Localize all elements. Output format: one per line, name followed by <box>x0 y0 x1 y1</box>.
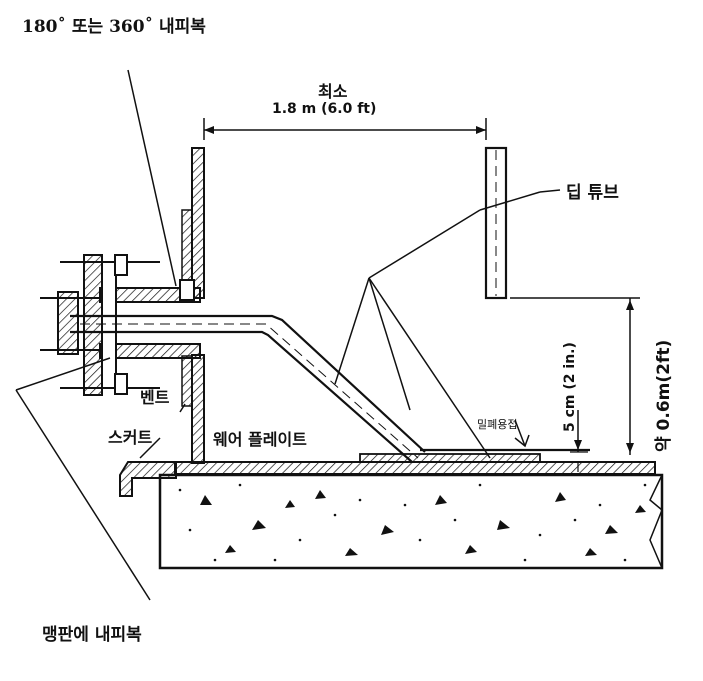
skirt <box>119 461 177 497</box>
internal-pipe <box>70 314 426 463</box>
skirt-label: 스커트 <box>108 428 153 447</box>
leader-lines <box>15 69 561 601</box>
dip-tube-label: 딥 튜브 <box>566 183 619 203</box>
gap-dimension-line <box>570 410 588 472</box>
nozzle-flange <box>40 254 201 396</box>
height-dimension-label: 약 0.6m(2ft) <box>654 339 674 452</box>
blind-flange-caption: 맹판에 내피복 <box>42 625 142 645</box>
height-dimension-line <box>510 297 640 455</box>
tank-wall <box>181 147 205 464</box>
tank-bottom-plate <box>174 461 656 475</box>
weir-plate-label: 웨어 플레이트 <box>213 430 307 449</box>
gap-dimension-label: 5 cm (2 in.) <box>562 342 578 432</box>
minimum-dimension-label: 1.8 m (6.0 ft) <box>272 101 377 117</box>
weir-plate <box>359 448 590 463</box>
dip-tube <box>484 146 508 300</box>
diagram-title: 180˚ 또는 360˚ 내피복 <box>22 17 206 37</box>
concrete-foundation <box>158 473 664 570</box>
seal-weld-label: 밀폐용접 <box>477 418 518 431</box>
minimum-dimension-line <box>203 118 487 140</box>
vent-label: 벤트 <box>140 388 170 407</box>
minimum-label: 최소 <box>318 82 348 101</box>
